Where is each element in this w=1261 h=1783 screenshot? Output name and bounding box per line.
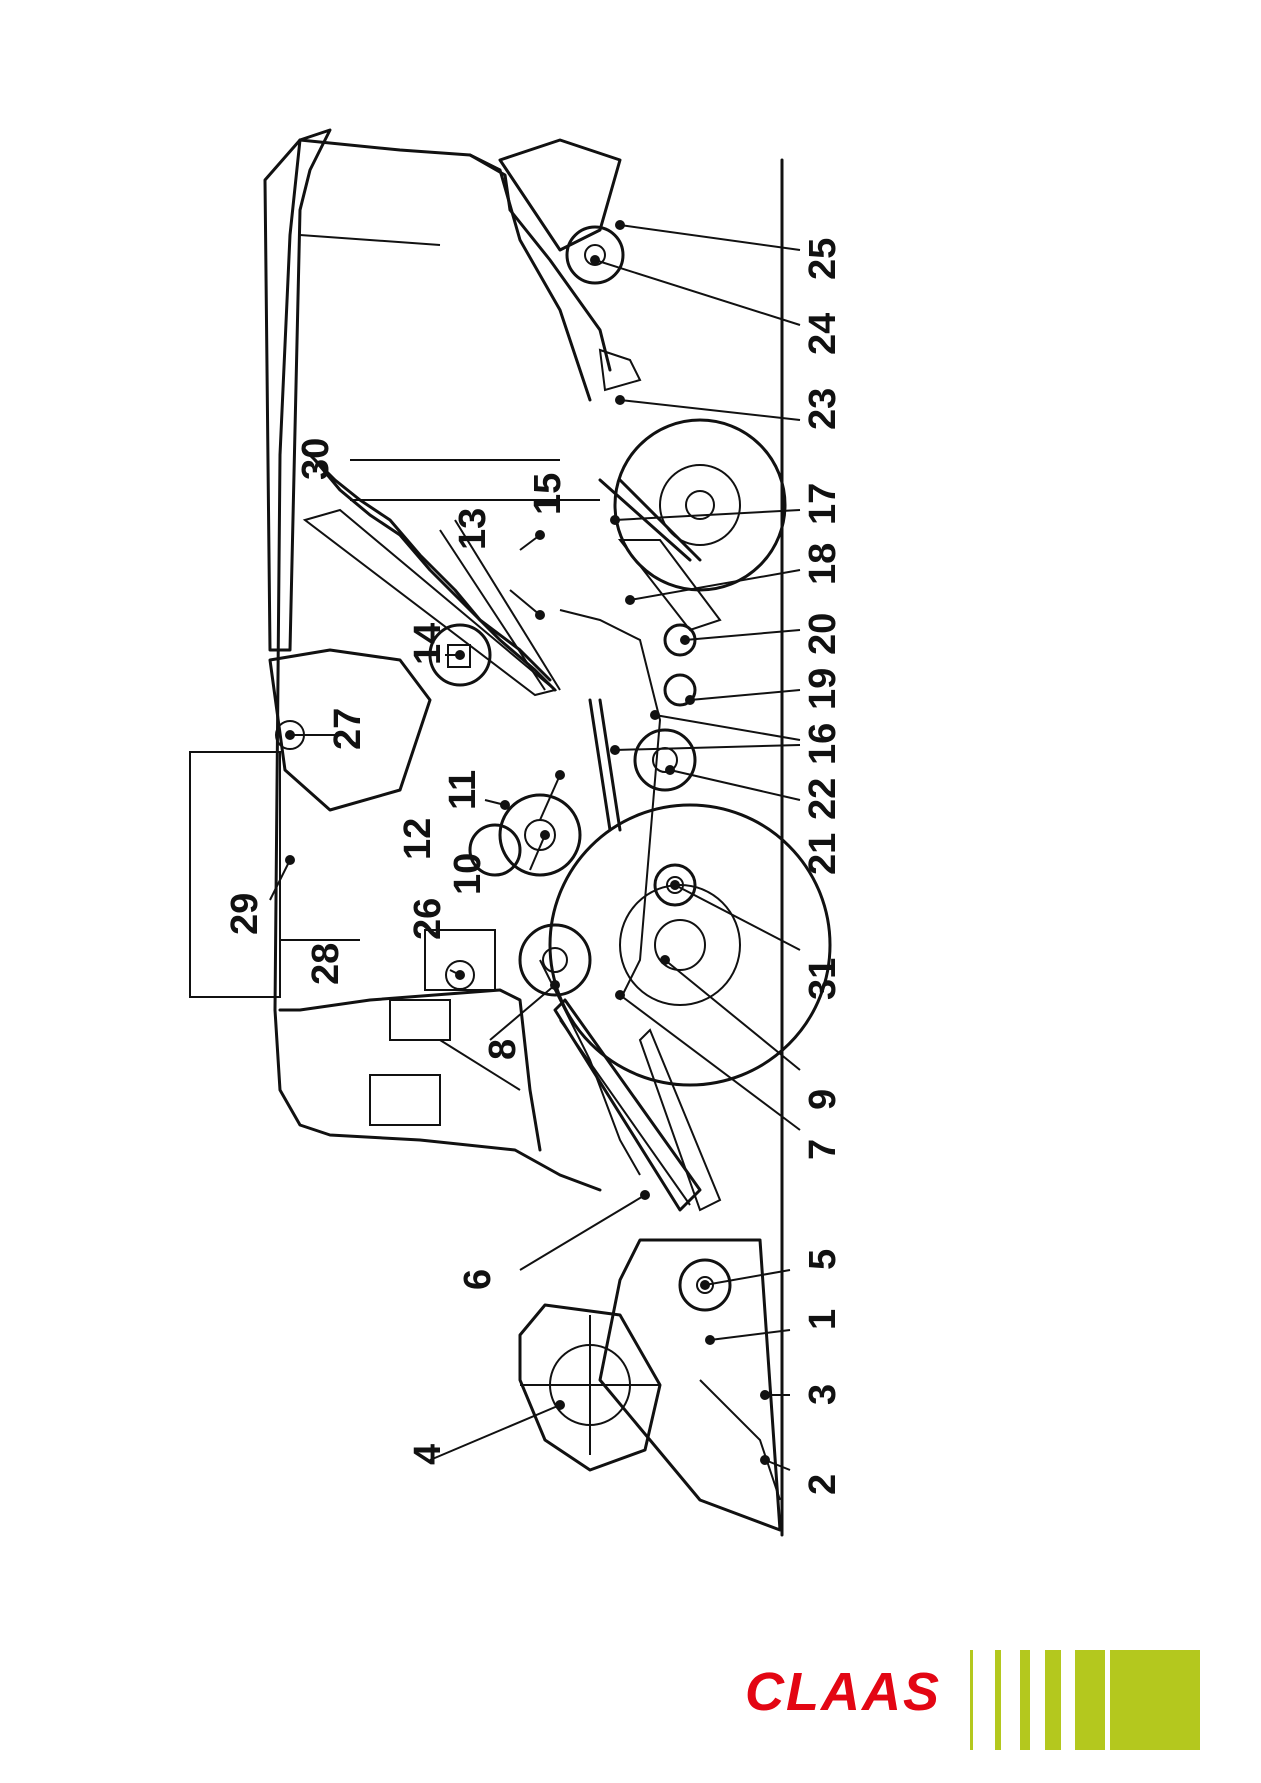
label-19: 19 — [802, 668, 844, 710]
label-25: 25 — [802, 238, 844, 280]
label-28: 28 — [305, 943, 347, 985]
cab — [280, 990, 540, 1150]
label-30: 30 — [295, 438, 337, 480]
label-31: 31 — [802, 958, 844, 1000]
label-6: 6 — [457, 1269, 499, 1290]
rear-wheel — [615, 420, 785, 590]
label-16: 16 — [802, 723, 844, 765]
label-23: 23 — [802, 388, 844, 430]
label-13: 13 — [452, 508, 494, 550]
brand-name: CLAAS — [745, 1662, 941, 1722]
label-2: 2 — [802, 1474, 844, 1495]
reel — [520, 1305, 660, 1470]
label-18: 18 — [802, 543, 844, 585]
label-9: 9 — [802, 1089, 844, 1110]
unloading-auger — [265, 130, 330, 650]
label-21: 21 — [802, 833, 844, 875]
label-22: 22 — [802, 778, 844, 820]
front-wheel — [550, 805, 830, 1085]
label-11: 11 — [442, 770, 484, 810]
label-1: 1 — [802, 1309, 844, 1330]
label-15: 15 — [527, 473, 569, 515]
logo-stripe — [1110, 1650, 1200, 1750]
label-20: 20 — [802, 613, 844, 655]
label-4: 4 — [407, 1444, 449, 1465]
logo-stripe — [1045, 1650, 1061, 1750]
label-27: 27 — [327, 708, 369, 750]
callout-labels: 1 2 3 4 5 6 7 8 9 10 11 12 13 14 15 16 1… — [224, 238, 844, 1495]
label-17: 17 — [802, 483, 844, 525]
label-10: 10 — [447, 853, 489, 895]
claas-logo-graphic: CLAAS — [740, 1640, 1220, 1760]
label-3: 3 — [802, 1384, 844, 1405]
label-29: 29 — [224, 893, 266, 935]
claas-logo: CLAAS — [740, 1640, 1220, 1760]
label-26: 26 — [407, 898, 449, 940]
label-5: 5 — [802, 1249, 844, 1270]
label-7: 7 — [802, 1139, 844, 1160]
label-24: 24 — [802, 313, 844, 355]
logo-stripe — [1075, 1650, 1105, 1750]
logo-stripe — [995, 1650, 1001, 1750]
logo-stripe — [970, 1650, 973, 1750]
logo-stripe — [1020, 1650, 1030, 1750]
label-14: 14 — [407, 623, 449, 665]
label-12: 12 — [397, 818, 439, 860]
label-8: 8 — [482, 1039, 524, 1060]
leader-lines — [270, 220, 800, 1470]
